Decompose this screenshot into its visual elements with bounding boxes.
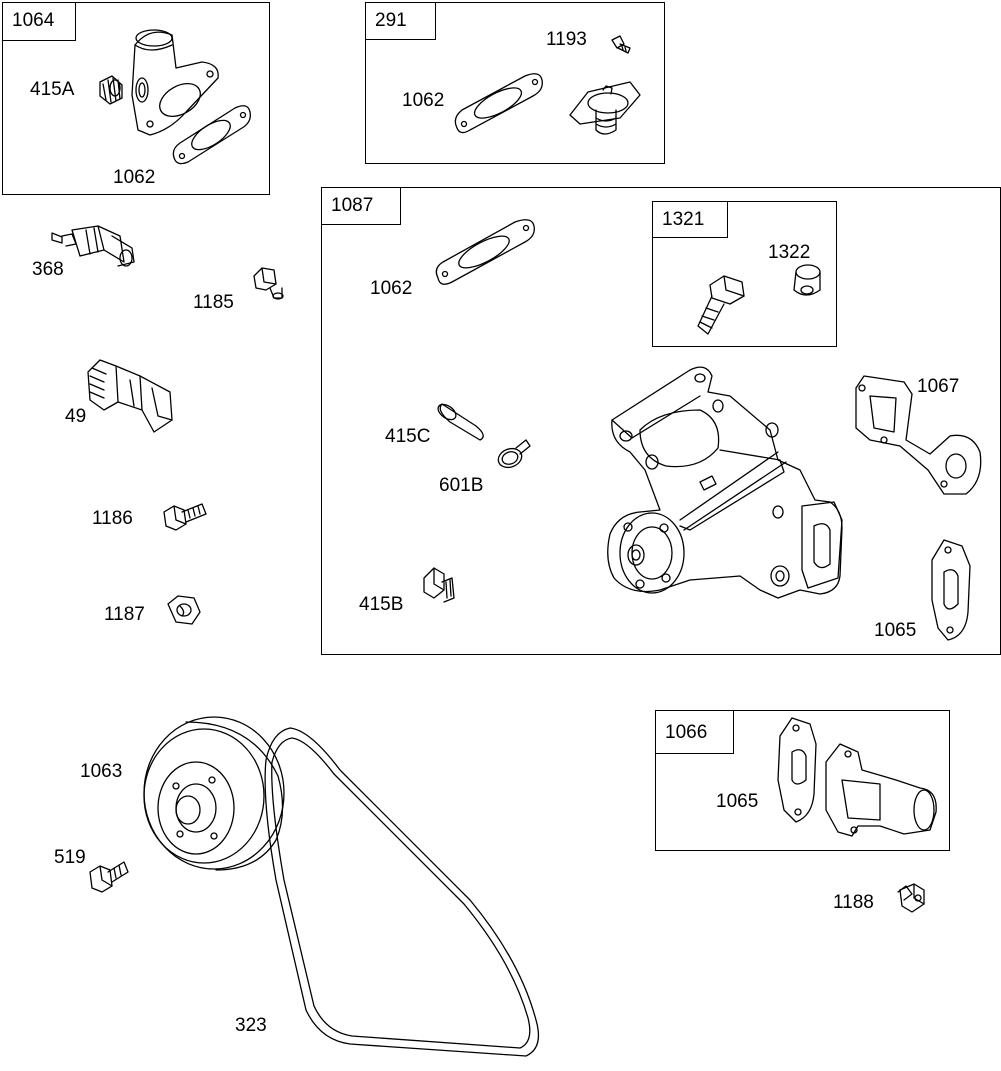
group-box-1064: 1064 <box>2 2 270 195</box>
part-1062-gasket-b <box>455 74 542 133</box>
label-1322: 1322 <box>768 242 811 263</box>
group-number-291: 291 <box>366 3 436 40</box>
group-number-1064: 1064 <box>3 3 76 41</box>
label-1062-b: 1062 <box>402 90 445 111</box>
label-1185: 1185 <box>193 292 234 313</box>
label-1063: 1063 <box>80 761 123 782</box>
part-1322-collar <box>794 265 820 295</box>
label-1186: 1186 <box>92 508 133 529</box>
label-1188: 1188 <box>833 892 874 913</box>
label-1187: 1187 <box>104 604 145 625</box>
part-1188-bolt <box>898 884 924 912</box>
label-415C: 415C <box>385 426 431 447</box>
label-1065-b: 1065 <box>716 791 759 812</box>
part-1066-elbow <box>826 744 936 836</box>
label-1062-a: 1062 <box>113 167 156 188</box>
part-323-belt <box>265 728 538 1056</box>
part-1063-pulley <box>144 717 284 870</box>
part-49-switch <box>88 360 172 432</box>
group-box-291: 291 <box>365 2 665 164</box>
label-601B: 601B <box>439 475 484 496</box>
label-49: 49 <box>65 406 87 427</box>
group-box-1321: 1321 <box>652 201 837 347</box>
part-1065-gasket-a <box>932 540 970 640</box>
group-number-1087: 1087 <box>322 188 401 225</box>
part-1193-screw <box>612 36 630 53</box>
part-291-thermostat <box>570 82 640 134</box>
part-519-bolt <box>90 862 128 892</box>
part-1062-gasket-c <box>436 220 534 285</box>
label-1193: 1193 <box>546 29 587 50</box>
part-601B-clamp <box>496 440 530 471</box>
group-number-1321: 1321 <box>653 202 728 238</box>
part-415B-plug <box>424 568 454 602</box>
part-1187-nut <box>168 596 200 624</box>
label-519: 519 <box>54 847 86 868</box>
label-1062-c: 1062 <box>370 278 413 299</box>
label-1065-a: 1065 <box>874 620 917 641</box>
part-1185-plug <box>254 268 283 299</box>
part-415A-fitting <box>100 76 122 104</box>
part-415C-pipe <box>435 401 483 440</box>
part-1065-gasket-b <box>778 718 816 822</box>
group-number-1066: 1066 <box>656 711 734 754</box>
group-box-1066: 1066 <box>655 710 950 851</box>
part-368-sensor <box>52 226 134 266</box>
label-323: 323 <box>235 1015 267 1036</box>
part-1067-gasket <box>856 376 981 494</box>
label-415B: 415B <box>359 594 404 615</box>
label-368: 368 <box>32 259 64 280</box>
part-1321-bolt <box>698 276 744 334</box>
label-415A: 415A <box>30 79 75 100</box>
part-1087-water-pump <box>608 367 842 598</box>
label-1067: 1067 <box>917 376 960 397</box>
part-1062-gasket-a <box>173 106 250 164</box>
part-1186-bolt <box>164 504 206 530</box>
part-1064-housing <box>132 30 218 135</box>
